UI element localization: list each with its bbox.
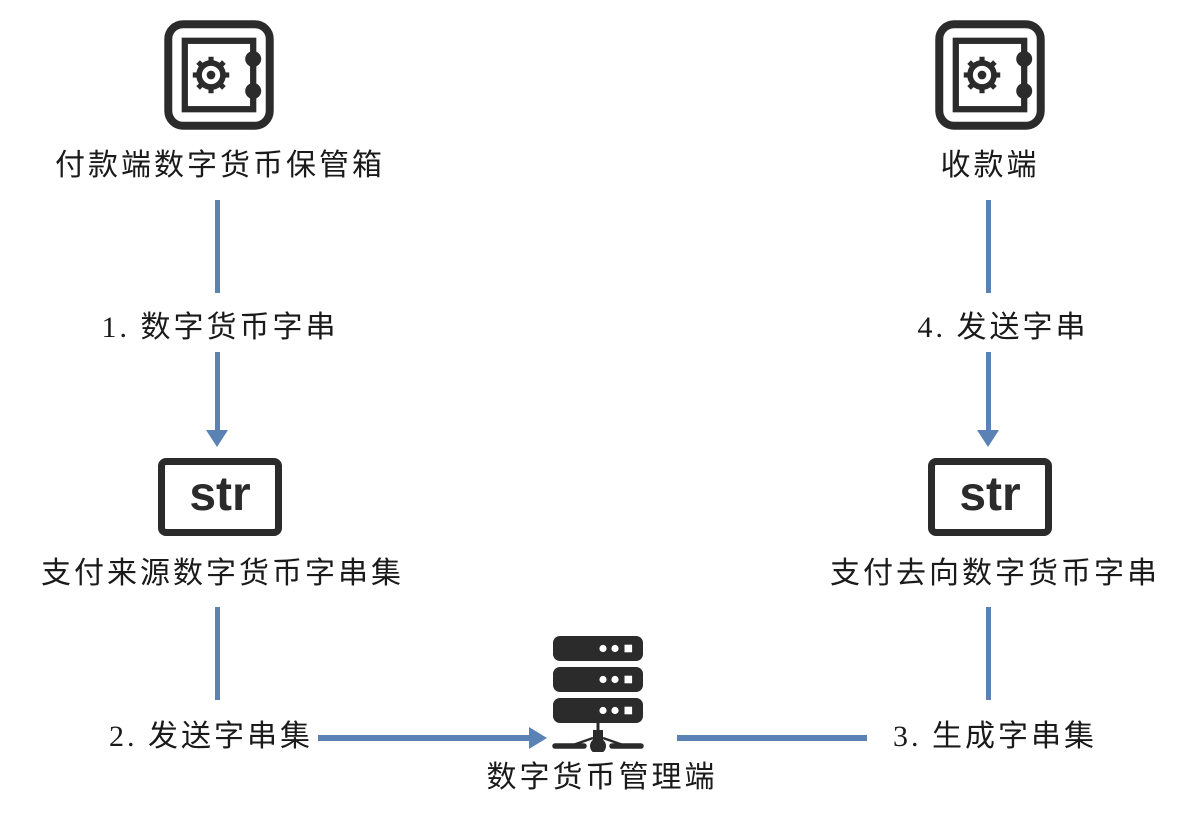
step1-line-upper bbox=[215, 200, 220, 293]
safe-icon bbox=[935, 20, 1045, 130]
dest-str-box-text: str bbox=[959, 468, 1021, 521]
step3-label: 3. 生成字串集 bbox=[893, 720, 1097, 753]
source-str-box-text: str bbox=[189, 468, 251, 521]
step4-arrowhead bbox=[977, 430, 999, 447]
step2-arrowhead bbox=[529, 727, 547, 749]
server-icon bbox=[552, 636, 644, 752]
dest-str-box: str bbox=[928, 458, 1052, 536]
step4-label: 4. 发送字串 bbox=[917, 311, 1089, 344]
step1-arrowhead bbox=[206, 430, 228, 447]
source-str-box: str bbox=[158, 458, 282, 536]
safe-icon bbox=[164, 20, 274, 130]
payee-safe-label: 收款端 bbox=[940, 149, 1040, 182]
source-str-label: 支付来源数字货币字串集 bbox=[41, 557, 404, 590]
step1-line-lower bbox=[215, 352, 220, 430]
step2-label: 2. 发送字串集 bbox=[109, 720, 313, 753]
manager-label: 数字货币管理端 bbox=[486, 761, 718, 794]
step3-line-vertical bbox=[986, 607, 991, 700]
step4-line-lower bbox=[986, 352, 991, 430]
step2-line-horizontal bbox=[318, 735, 530, 741]
step4-line-upper bbox=[986, 200, 991, 293]
step2-line-vertical bbox=[215, 607, 220, 700]
payer-safe-label: 付款端数字货币保管箱 bbox=[55, 149, 385, 182]
step3-line-horizontal bbox=[677, 735, 867, 741]
step1-label: 1. 数字货币字串 bbox=[101, 311, 339, 344]
dest-str-label: 支付去向数字货币字串 bbox=[830, 557, 1160, 590]
